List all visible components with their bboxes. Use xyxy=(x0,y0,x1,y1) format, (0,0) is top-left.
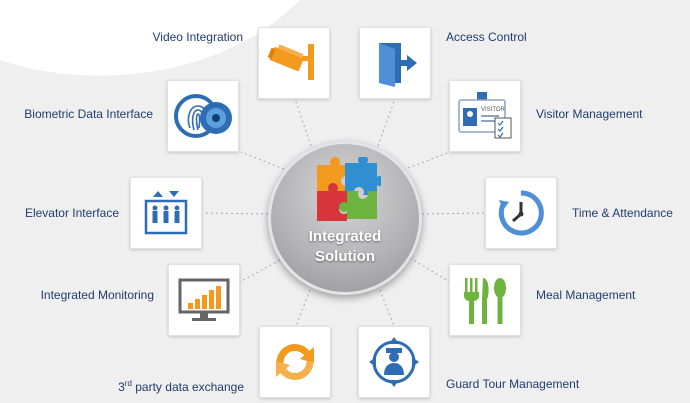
video-integration-label: Video Integration xyxy=(130,30,243,44)
biometric-label: Biometric Data Interface xyxy=(22,107,153,121)
third-party-label-sup: rd xyxy=(125,379,132,388)
visitor-management-label: Visitor Management xyxy=(536,107,643,121)
hub-title-line2: Solution xyxy=(268,247,422,266)
cutlery-icon xyxy=(459,272,511,328)
clock-icon xyxy=(496,188,546,238)
visitor-management-tile[interactable]: VISITOR xyxy=(449,80,521,152)
third-party-label-rest: party data exchange xyxy=(132,380,244,394)
hub-title-line1: Integrated xyxy=(268,227,422,246)
svg-text:VISITOR: VISITOR xyxy=(481,107,506,113)
elevator-interface-tile[interactable] xyxy=(130,177,202,249)
third-party-exchange-label: 3rd party data exchange xyxy=(110,377,244,394)
integrated-monitoring-tile[interactable] xyxy=(168,264,240,336)
guard-tour-tile[interactable] xyxy=(358,326,430,398)
meal-management-tile[interactable] xyxy=(449,264,521,336)
visitor-badge-icon: VISITOR xyxy=(455,90,515,142)
time-attendance-tile[interactable] xyxy=(485,177,557,249)
meal-management-label: Meal Management xyxy=(536,288,635,302)
door-exit-icon xyxy=(369,37,421,89)
third-party-label-prefix: 3 xyxy=(118,380,125,394)
cctv-camera-icon xyxy=(266,38,322,88)
third-party-exchange-tile[interactable] xyxy=(259,326,331,398)
access-control-tile[interactable] xyxy=(359,27,431,99)
guard-patrol-icon xyxy=(367,335,421,389)
integrated-monitoring-label: Integrated Monitoring xyxy=(20,288,154,302)
elevator-interface-label: Elevator Interface xyxy=(20,206,119,220)
integrated-solution-hub: Integrated Solution xyxy=(268,141,422,295)
elevator-icon xyxy=(140,187,192,239)
guard-tour-label: Guard Tour Management xyxy=(446,377,579,391)
time-attendance-label: Time & Attendance xyxy=(572,206,673,220)
monitor-chart-icon xyxy=(177,277,231,323)
fingerprint-eye-icon xyxy=(172,88,234,144)
puzzle-pieces-icon xyxy=(309,157,381,225)
exchange-arrows-icon xyxy=(270,337,320,387)
access-control-label: Access Control xyxy=(446,30,527,44)
biometric-tile[interactable] xyxy=(167,80,239,152)
video-integration-tile[interactable] xyxy=(258,27,330,99)
